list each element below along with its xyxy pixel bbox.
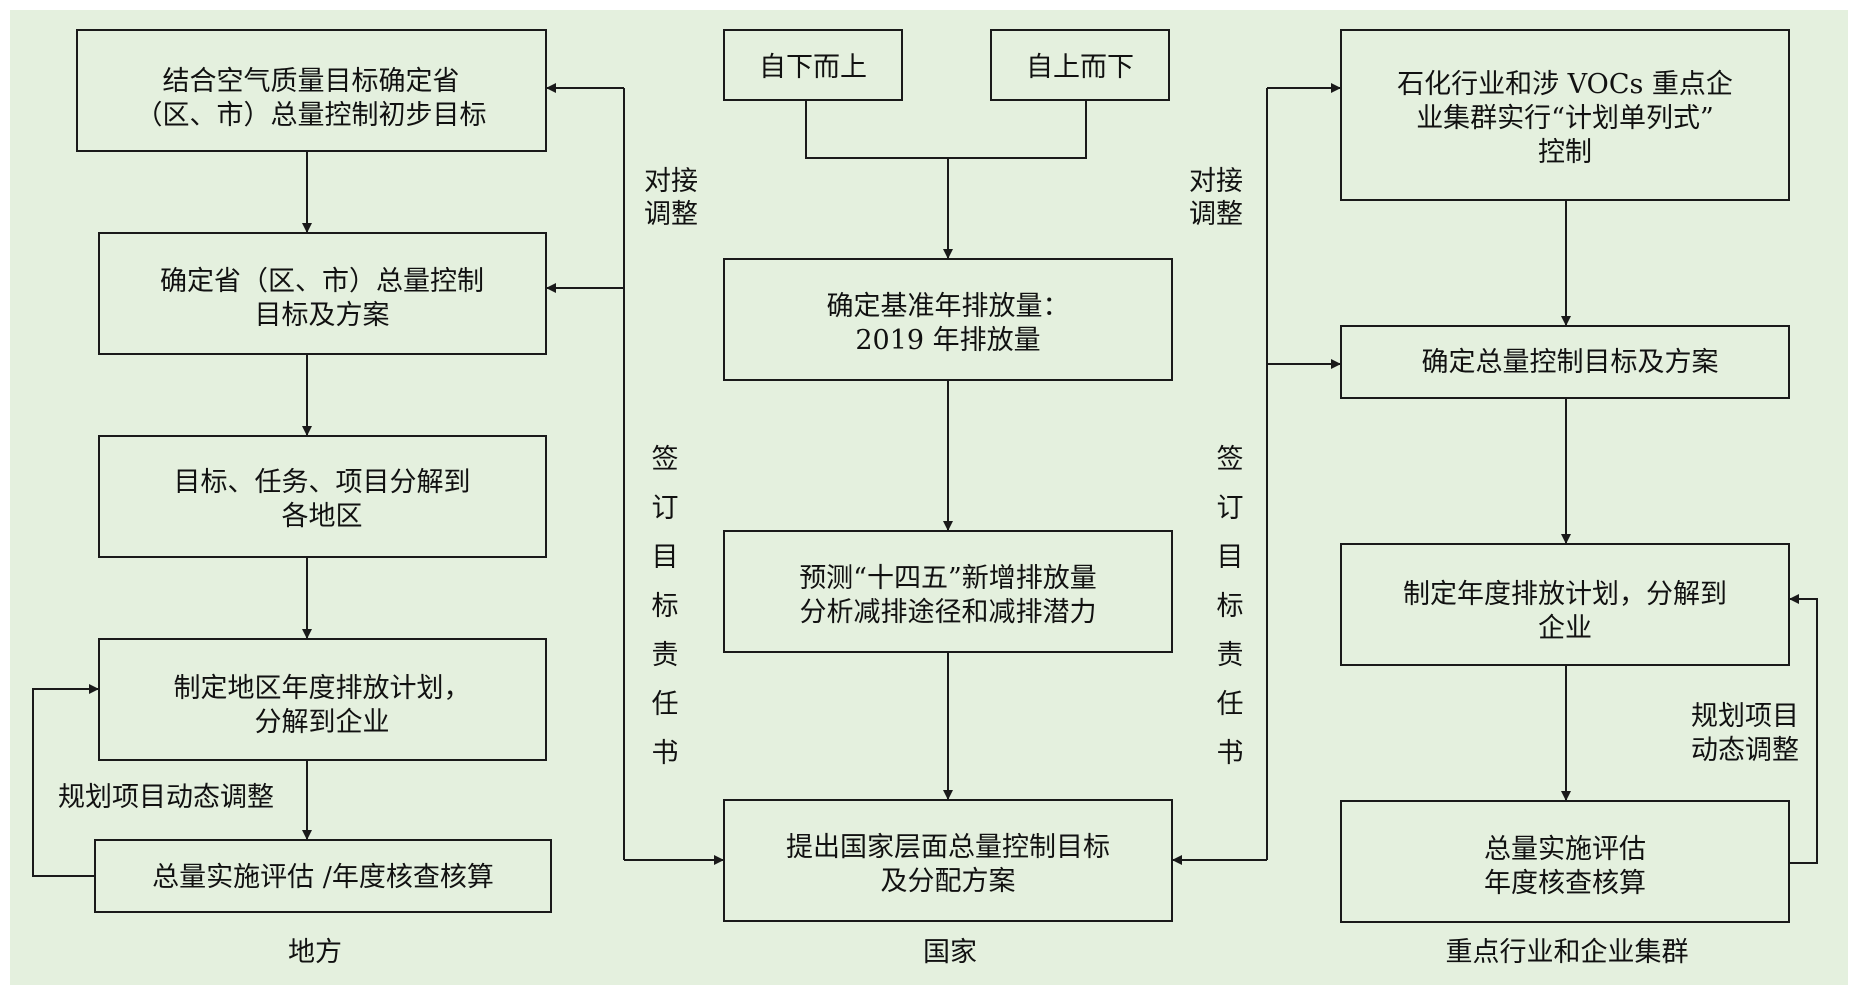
national-box-baseline-line-2: 2019 年排放量 <box>855 325 1040 356</box>
industry-box-control-line-3: 控制 <box>1538 137 1592 168</box>
local-box-initial-target-line-1: 结合空气质量目标确定省 <box>163 66 460 97</box>
industry-box-evaluation <box>1340 800 1790 923</box>
national-column: 自下而上 自上而下 确定基准年排放量： 2019 年排放量 预测“十四五”新增排… <box>723 29 1173 968</box>
bottom-up-text: 自下而上 <box>759 52 867 83</box>
bottom-up-box <box>723 29 903 101</box>
right-sign-label-char-2: 订 <box>1217 493 1244 524</box>
local-feedback-label: 规划项目动态调整 <box>58 782 274 813</box>
industry-feedback-label-line-1: 规划项目 <box>1691 701 1799 732</box>
bottom-up-connector <box>805 100 948 159</box>
national-box-target-allocation-line-2: 及分配方案 <box>881 866 1016 897</box>
industry-column-label: 重点行业和企业集群 <box>1446 937 1689 968</box>
industry-box-annual-plan-line-2: 企业 <box>1538 613 1592 644</box>
industry-box-evaluation-line-1: 总量实施评估 <box>1484 834 1646 865</box>
national-box-forecast-line-1: 预测“十四五”新增排放量 <box>799 563 1097 594</box>
left-link: 对接 调整 签 订 目 标 责 任 书 <box>546 83 724 865</box>
top-down-connector <box>948 100 1087 159</box>
left-sign-label-char-6: 任 <box>652 689 679 720</box>
national-box-forecast-line-2: 分析减排途径和减排潜力 <box>800 597 1097 628</box>
national-box-baseline-line-1: 确定基准年排放量： <box>827 291 1070 322</box>
local-box-annual-plan-line-1: 制定地区年度排放计划， <box>174 673 471 704</box>
left-sign-label-char-1: 签 <box>652 444 679 475</box>
national-box-baseline <box>723 258 1173 381</box>
industry-box-control <box>1340 29 1790 201</box>
left-sign-label-char-7: 书 <box>652 738 679 769</box>
national-box-forecast <box>723 530 1173 653</box>
local-feedback-arrow <box>32 684 99 877</box>
industry-box-evaluation-line-2: 年度核查核算 <box>1484 868 1646 899</box>
left-adjust-label-line-2: 调整 <box>644 199 698 230</box>
right-sign-label-char-6: 任 <box>1217 689 1244 720</box>
left-sign-label-char-4: 标 <box>652 591 679 622</box>
local-box-annual-plan <box>98 638 547 761</box>
local-column-label: 地方 <box>288 937 342 968</box>
right-sign-label-char-7: 书 <box>1217 738 1244 769</box>
top-down-box <box>990 29 1170 101</box>
left-sign-label-char-5: 责 <box>652 640 679 671</box>
local-box-target-plan-line-1: 确定省（区、市）总量控制 <box>160 266 484 297</box>
industry-column: 石化行业和涉 VOCs 重点企 业集群实行“计划单列式” 控制 确定总量控制目标… <box>1340 29 1818 968</box>
right-sign-label-char-5: 责 <box>1217 640 1244 671</box>
industry-feedback-label-line-2: 动态调整 <box>1691 735 1799 766</box>
local-box-evaluation-text: 总量实施评估 /年度核查核算 <box>152 862 494 893</box>
left-sign-label-char-2: 订 <box>652 493 679 524</box>
right-sign-label-char-1: 签 <box>1217 444 1244 475</box>
local-column: 结合空气质量目标确定省 （区、市）总量控制初步目标 确定省（区、市）总量控制 目… <box>32 29 552 968</box>
national-box-target-allocation-line-1: 提出国家层面总量控制目标 <box>786 832 1110 863</box>
industry-box-target-plan-text: 确定总量控制目标及方案 <box>1422 347 1719 378</box>
right-sign-label-char-3: 目 <box>1217 542 1244 573</box>
left-sign-label-char-3: 目 <box>652 542 679 573</box>
local-box-decompose-line-1: 目标、任务、项目分解到 <box>174 467 471 498</box>
local-box-initial-target-line-2: （区、市）总量控制初步目标 <box>136 100 487 131</box>
industry-feedback-arrow <box>1789 594 1818 864</box>
local-box-target-plan <box>98 232 547 355</box>
right-link: 对接 调整 签 订 目 标 责 任 书 <box>1172 83 1341 865</box>
national-box-target-allocation <box>723 799 1173 922</box>
right-sign-label-char-4: 标 <box>1217 591 1244 622</box>
industry-box-control-line-1: 石化行业和涉 VOCs 重点企 <box>1397 69 1733 100</box>
national-column-label: 国家 <box>923 937 977 968</box>
local-box-initial-target <box>76 29 547 152</box>
local-box-evaluation <box>94 839 552 913</box>
industry-box-annual-plan-line-1: 制定年度排放计划，分解到 <box>1403 579 1727 610</box>
right-adjust-label-line-2: 调整 <box>1189 199 1243 230</box>
local-box-decompose-line-2: 各地区 <box>282 501 363 532</box>
local-box-target-plan-line-2: 目标及方案 <box>255 300 390 331</box>
industry-box-control-line-2: 业集群实行“计划单列式” <box>1416 103 1714 134</box>
local-box-decompose <box>98 435 547 558</box>
local-box-annual-plan-line-2: 分解到企业 <box>255 707 390 738</box>
right-adjust-label-line-1: 对接 <box>1189 166 1243 197</box>
top-down-text: 自上而下 <box>1026 52 1134 83</box>
left-adjust-label-line-1: 对接 <box>644 166 698 197</box>
